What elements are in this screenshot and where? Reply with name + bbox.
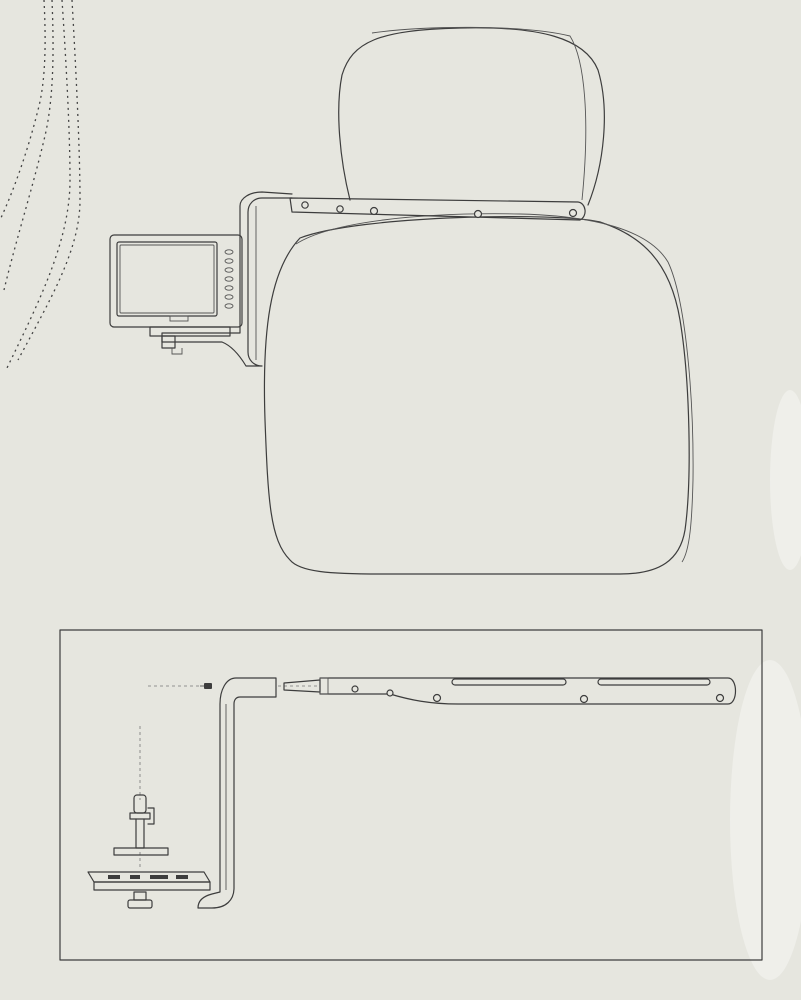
mount-bar-top (289, 197, 586, 221)
seat-back (263, 215, 690, 575)
base-plate (87, 871, 211, 891)
dotted-curve-lines (0, 0, 81, 371)
seat-figure (109, 26, 694, 575)
seat-back-outline-offset (295, 213, 694, 563)
monitor-button-column (224, 249, 234, 309)
l-arm-bracket (197, 677, 277, 909)
headrest (338, 27, 605, 206)
headrest-inner-edge (371, 26, 587, 201)
mount-arm (161, 191, 293, 367)
detail-frame (59, 629, 763, 961)
monitor (109, 234, 243, 355)
long-mount-bar (283, 677, 737, 705)
paper-glare (730, 390, 801, 980)
exploded-view-figure (59, 629, 763, 961)
tilt-joint (113, 794, 169, 856)
knob-bottom (127, 891, 153, 909)
screw-small (200, 683, 212, 689)
